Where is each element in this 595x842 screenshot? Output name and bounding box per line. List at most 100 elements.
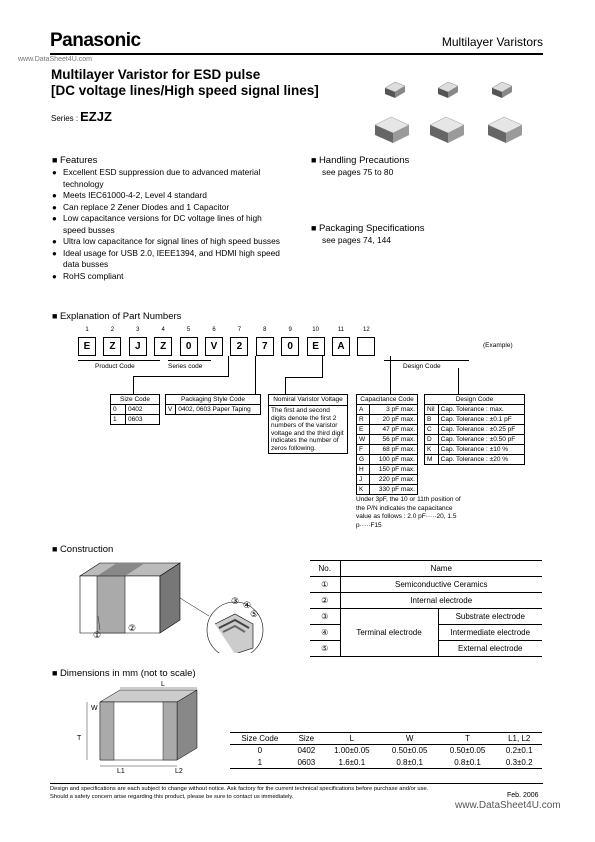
connector-size-v bbox=[133, 376, 134, 394]
footer-line-2: Should a safety concern arise regarding … bbox=[50, 794, 294, 800]
chip-small-1 bbox=[384, 81, 406, 98]
watermark-top[interactable]: www.DataSheet4U.com bbox=[18, 56, 92, 63]
chip-large-1 bbox=[374, 116, 410, 143]
table-cell: 56 pF max. bbox=[368, 434, 419, 445]
pn-char-box: 0 bbox=[281, 337, 300, 356]
category-title: Multilayer Varistors bbox=[441, 35, 543, 49]
construction-table: No. Name ① Semiconductive Ceramics ② Int… bbox=[310, 560, 542, 657]
table-cell: B bbox=[424, 414, 439, 425]
series-prefix: Series : bbox=[51, 114, 79, 123]
pn-position-number: 11 bbox=[337, 327, 345, 333]
pn-position-number: 7 bbox=[237, 327, 242, 333]
pn-char-box: 0 bbox=[179, 337, 198, 356]
table-cell: Cap. Tolerance : ±10 % bbox=[437, 444, 526, 455]
construction-diagram: ① ② ③ ④ ⑤ bbox=[78, 562, 264, 653]
design-code-label: Design Code bbox=[403, 363, 441, 370]
nominal-voltage-text: The first and second digits denote the f… bbox=[271, 407, 344, 452]
footer-line-1: Design and specifications are each subje… bbox=[50, 786, 429, 792]
footer-watermark[interactable]: www.DataSheet4U.com bbox=[455, 800, 561, 811]
table-cell: ① bbox=[310, 576, 341, 593]
table-cell: ③ bbox=[310, 608, 341, 625]
table-cell: 220 pF max. bbox=[368, 474, 419, 485]
table-cell: 0.3±0.2 bbox=[505, 757, 533, 767]
connector-nominal bbox=[322, 356, 323, 378]
marker-1: ① bbox=[93, 631, 101, 641]
pn-char-box: Z bbox=[103, 337, 122, 356]
connector-size bbox=[228, 356, 229, 377]
table-row: ④ Intermediate electrode bbox=[310, 624, 542, 641]
table-cell: F bbox=[356, 444, 370, 455]
footer-date: Feb. 2006 bbox=[507, 792, 539, 799]
size-code-header: Size Code bbox=[110, 394, 160, 405]
pn-position-number: 5 bbox=[186, 327, 191, 333]
table-cell: 150 pF max. bbox=[368, 464, 419, 475]
pn-position-number: 2 bbox=[110, 327, 115, 333]
table-cell: 68 pF max. bbox=[368, 444, 419, 455]
table-cell: Internal electrode bbox=[340, 592, 542, 609]
table-cell: Cap. Tolerance : ±0.50 pF bbox=[437, 434, 526, 445]
marker-2: ② bbox=[128, 624, 136, 634]
table-row: ⑤ External electrode bbox=[310, 640, 542, 657]
handling-heading: Handling Precautions bbox=[311, 155, 409, 166]
header-rule bbox=[50, 53, 543, 55]
table-cell: 0.8±0.1 bbox=[396, 757, 423, 767]
table-cell: 0.2±0.1 bbox=[505, 746, 533, 756]
pn-char-box: 2 bbox=[230, 337, 249, 356]
pn-position-number: 4 bbox=[161, 327, 165, 333]
list-item: Can replace 2 Zener Diodes and 1 Capacit… bbox=[52, 202, 285, 214]
bracket-product bbox=[78, 360, 160, 361]
partnum-heading: Explanation of Part Numbers bbox=[52, 311, 181, 322]
column-header: T bbox=[465, 734, 470, 743]
list-item: Ultra low capacitance for signal lines o… bbox=[52, 236, 285, 248]
pn-char-box: A bbox=[332, 337, 350, 356]
col-no: No. bbox=[310, 560, 341, 577]
series-label: Series :EZJZ bbox=[51, 109, 112, 124]
pn-position-number: 9 bbox=[288, 327, 292, 333]
table-cell: V bbox=[164, 404, 177, 415]
title-line-1: Multilayer Varistor for ESD pulse bbox=[51, 67, 261, 82]
table-cell: 0402 bbox=[125, 404, 160, 415]
table-cell: A bbox=[356, 404, 370, 415]
column-header: W bbox=[405, 734, 414, 743]
marker-5: ⑤ bbox=[250, 610, 258, 620]
pn-position-number: 12 bbox=[363, 327, 370, 333]
marker-4: ④ bbox=[243, 601, 251, 611]
column-header: Size Code bbox=[241, 734, 279, 743]
pn-char-box: E bbox=[78, 337, 96, 356]
footer-disclaimer: Design and specifications are each subje… bbox=[50, 785, 500, 801]
page-title: Multilayer Varistor for ESD pulse [DC vo… bbox=[51, 67, 319, 99]
table-cell: Semiconductive Ceramics bbox=[340, 576, 542, 593]
table-cell: Cap. Tolerance : ±0.25 pF bbox=[437, 424, 526, 435]
pn-position-number: 8 bbox=[263, 327, 267, 333]
capacitance-note: Under 3pF, the 10 or 11th position of th… bbox=[356, 496, 461, 529]
table-cell: ④ bbox=[310, 624, 341, 641]
column-header: L bbox=[349, 734, 355, 743]
connector-nominal-v bbox=[285, 377, 286, 394]
product-images bbox=[374, 81, 523, 143]
dim-w-label: W bbox=[91, 705, 98, 712]
table-cell: Substrate electrode bbox=[438, 608, 542, 625]
table-cell: E bbox=[356, 424, 370, 435]
pn-position-number: 3 bbox=[136, 327, 140, 333]
dim-l2-label: L2 bbox=[175, 768, 183, 775]
table-cell: R bbox=[356, 414, 370, 425]
table-cell: K bbox=[424, 444, 439, 455]
table-cell: Cap. Tolerance : max. bbox=[437, 404, 526, 415]
table-cell: 20 pF max. bbox=[368, 414, 419, 425]
dim-l-label: L bbox=[161, 681, 165, 688]
list-item: Excellent ESD suppression due to advance… bbox=[52, 167, 285, 190]
table-cell: ② bbox=[310, 592, 341, 609]
table-cell: 0402 bbox=[297, 746, 316, 756]
